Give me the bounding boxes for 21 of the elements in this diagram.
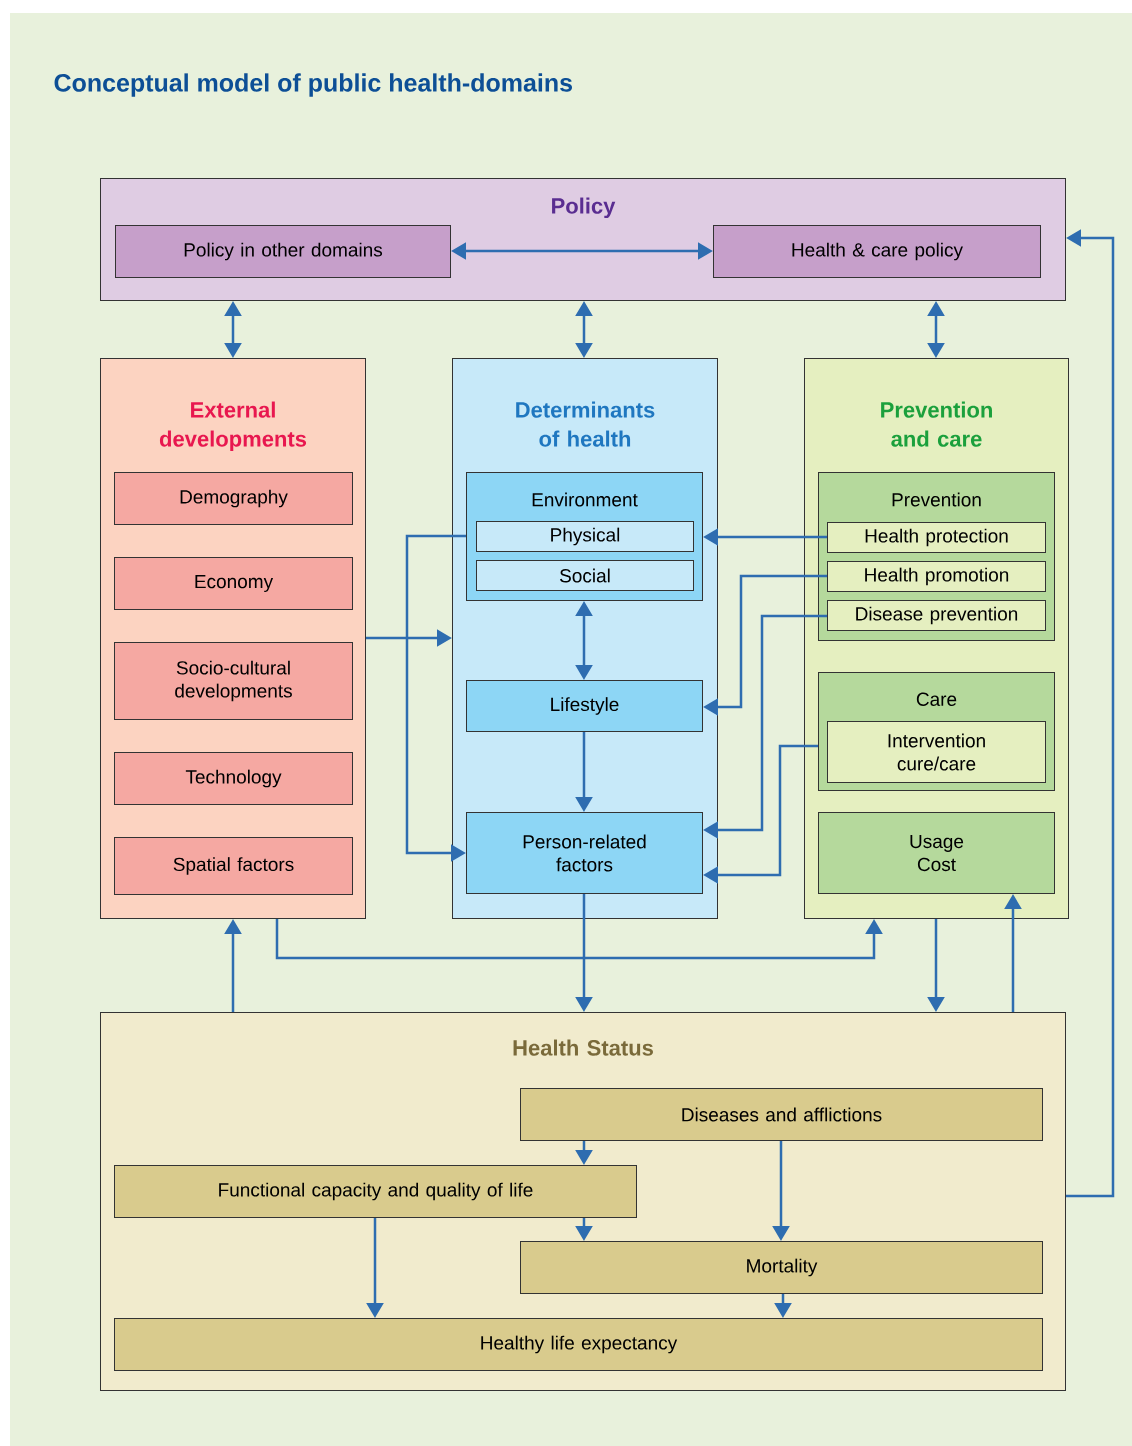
factor-box: Spatial factors xyxy=(114,837,353,895)
factor-box: Health protection xyxy=(827,522,1046,553)
factor-box: Economy xyxy=(114,557,353,610)
factor-box: Physical xyxy=(476,521,694,552)
outcome-box: Healthy life expectancy xyxy=(114,1318,1043,1371)
diagram-title: Conceptual model of public health-domains xyxy=(54,73,572,97)
factor-box: Intervention cure/care xyxy=(827,721,1046,783)
outcome-box: Mortality xyxy=(520,1241,1043,1294)
factor-box: Disease prevention xyxy=(827,600,1046,631)
factor-box: Person-related factors xyxy=(466,812,703,894)
domain-box: Health & care policy xyxy=(713,225,1041,278)
factor-box: Technology xyxy=(114,752,353,805)
factor-box: Usage Cost xyxy=(818,812,1055,894)
outcome-box: Diseases and afflictions xyxy=(520,1088,1043,1141)
factor-box: Demography xyxy=(114,472,353,525)
factor-box: Lifestyle xyxy=(466,680,703,732)
domain-box: Policy in other domains xyxy=(115,225,451,278)
factor-box: Health promotion xyxy=(827,561,1046,592)
factor-box: Social xyxy=(476,560,694,591)
outcome-box: Functional capacity and quality of life xyxy=(114,1165,637,1218)
factor-box: Socio-cultural developments xyxy=(114,642,353,720)
